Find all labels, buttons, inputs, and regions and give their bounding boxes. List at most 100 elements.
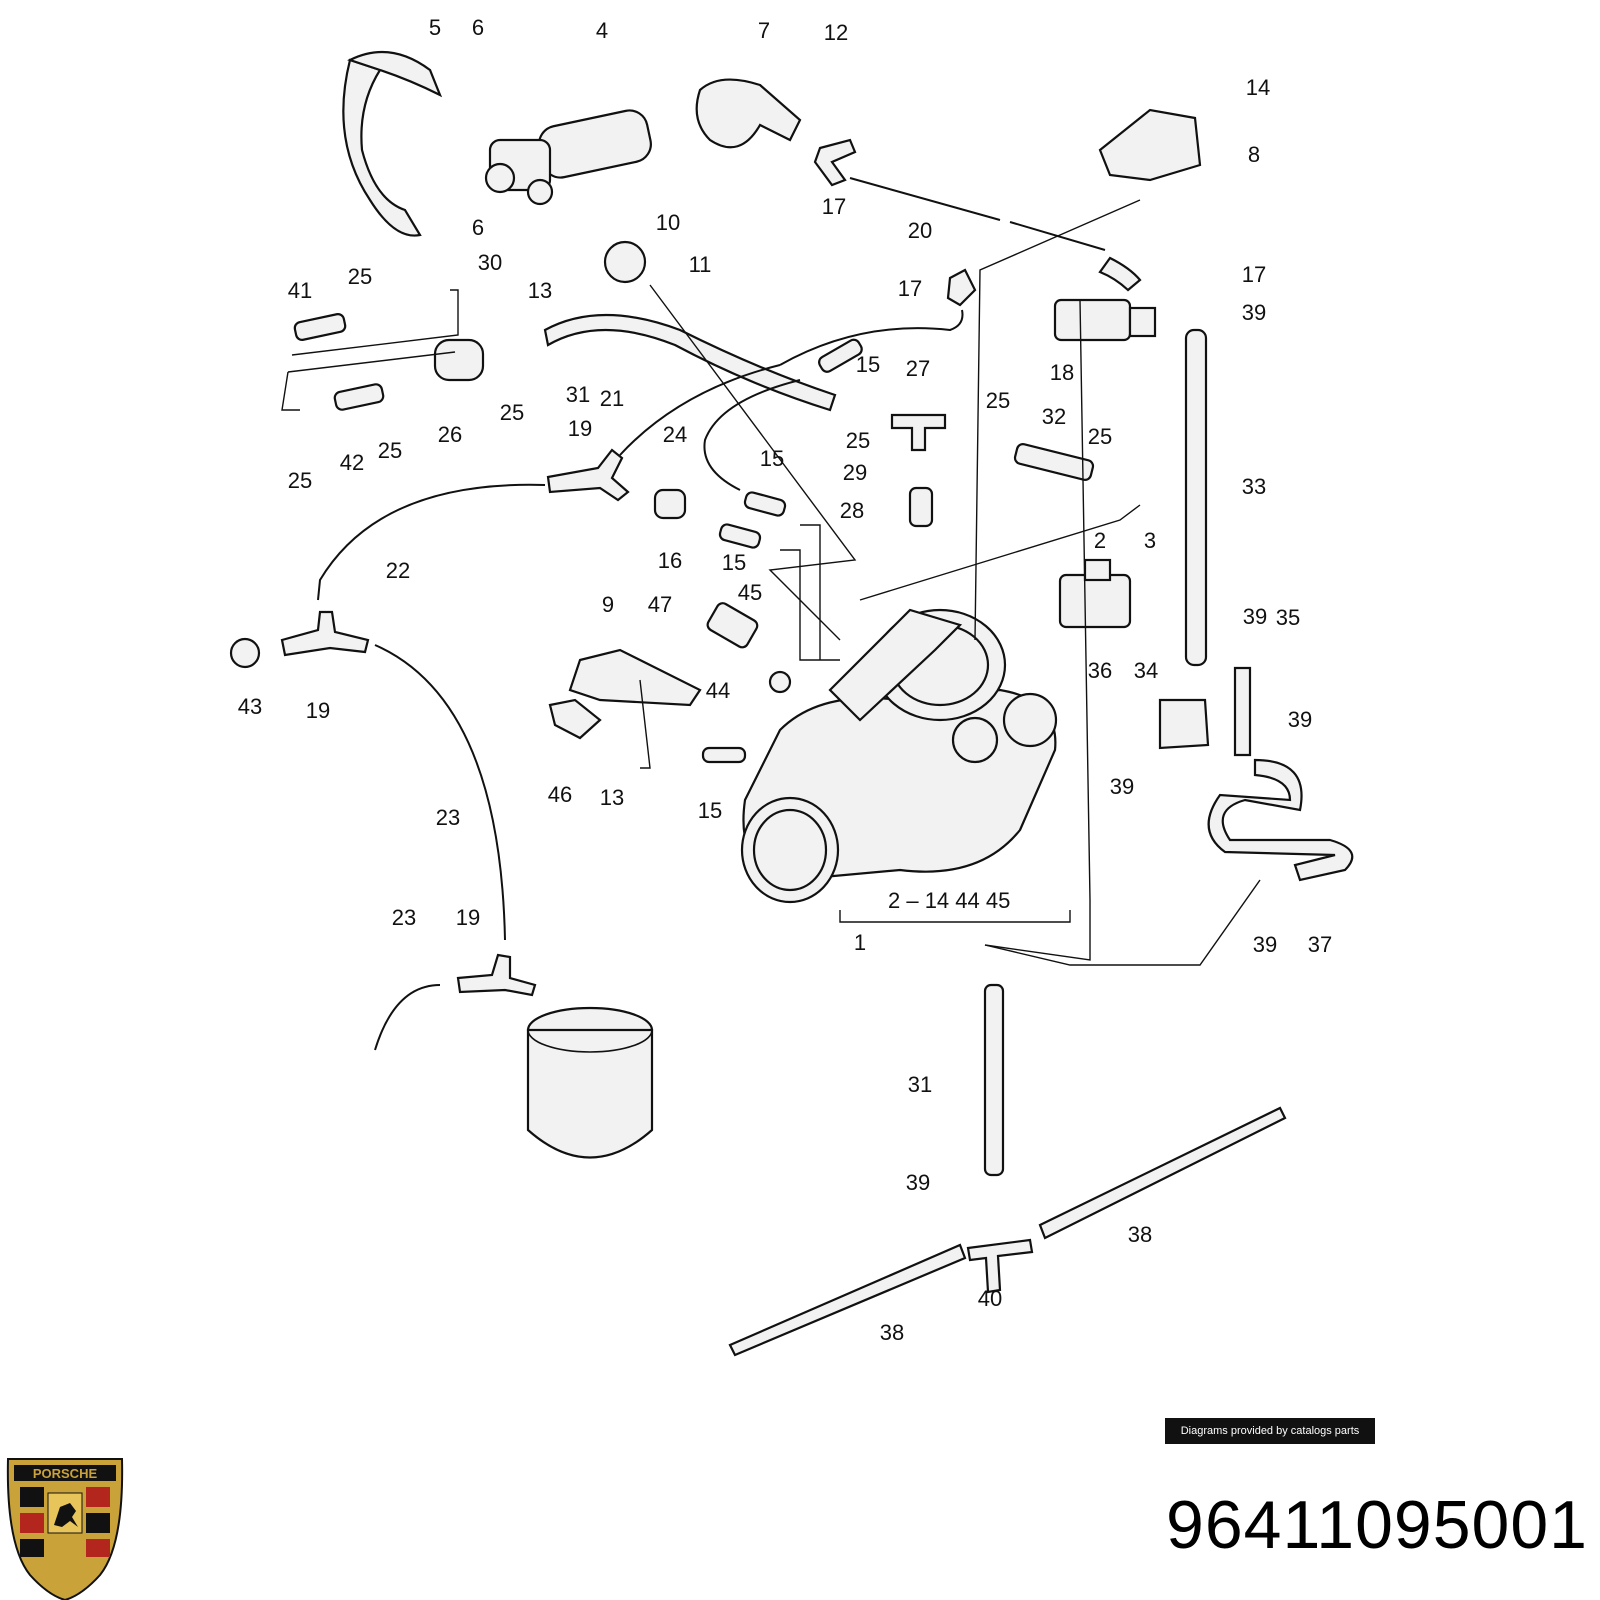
tee-19-upper <box>546 448 630 502</box>
callout-32: 32 <box>1042 404 1066 429</box>
callout-34: 34 <box>1134 658 1158 683</box>
tee-40 <box>966 1238 1034 1294</box>
line-20 <box>849 177 1001 221</box>
callout-33: 33 <box>1242 474 1266 499</box>
callout-31-2: 31 <box>908 1072 932 1097</box>
callout-45: 45 <box>738 580 762 605</box>
callout-39-5: 39 <box>1253 932 1277 957</box>
hose-31-lower <box>983 983 1005 1177</box>
line-upper-arc <box>779 309 964 366</box>
line-21 <box>619 364 781 456</box>
sleeve-28 <box>908 486 934 528</box>
callout-27: 27 <box>906 356 930 381</box>
callout-1: 1 <box>854 930 866 955</box>
callout-18: 18 <box>1050 360 1074 385</box>
callout-39-3: 39 <box>1288 707 1312 732</box>
callout-19: 19 <box>568 416 592 441</box>
callout-13: 13 <box>528 278 552 303</box>
callout-17-2: 17 <box>898 276 922 301</box>
hose-38-right <box>1038 1106 1287 1240</box>
hose-5 <box>342 58 422 237</box>
callout-39-6: 39 <box>906 1170 930 1195</box>
bracket-35 <box>1233 666 1252 757</box>
callout-41: 41 <box>288 278 312 303</box>
callout-6: 6 <box>472 15 484 40</box>
callout-15: 15 <box>856 352 880 377</box>
callout-30: 30 <box>478 250 502 275</box>
callout-4: 4 <box>596 18 608 43</box>
callout-10: 10 <box>656 210 680 235</box>
valve-18 <box>1053 298 1132 342</box>
callout-7: 7 <box>758 18 770 43</box>
cap-43 <box>229 637 261 669</box>
callout-16: 16 <box>658 548 682 573</box>
callout-26: 26 <box>438 422 462 447</box>
callout-42: 42 <box>340 450 364 475</box>
callout-3: 3 <box>1144 528 1156 553</box>
callout-5: 5 <box>429 15 441 40</box>
callout-39-2: 39 <box>1243 604 1267 629</box>
callout-14: 14 <box>1246 75 1270 100</box>
callout-24: 24 <box>663 422 687 447</box>
svg-text:PORSCHE: PORSCHE <box>33 1466 98 1481</box>
tee-19-mid <box>280 610 370 657</box>
line-23 <box>374 644 506 941</box>
callout-25-6: 25 <box>986 388 1010 413</box>
callout-17: 17 <box>822 194 846 219</box>
callout-37: 37 <box>1308 932 1332 957</box>
subassembly-label: 2 – 14 44 45 <box>888 888 1010 913</box>
callout-47: 47 <box>648 592 672 617</box>
callout-25-3: 25 <box>378 438 402 463</box>
hoses <box>280 50 1354 1357</box>
callout-21: 21 <box>600 386 624 411</box>
callout-25-7: 25 <box>1088 424 1112 449</box>
valve-34 <box>1158 698 1210 750</box>
tee-27 <box>890 413 947 452</box>
hose-15b <box>743 491 787 517</box>
callout-43: 43 <box>238 694 262 719</box>
callout-31: 31 <box>566 382 590 407</box>
callout-39: 39 <box>1242 300 1266 325</box>
callout-19-3: 19 <box>456 905 480 930</box>
hose-15d <box>701 746 747 764</box>
callout-35: 35 <box>1276 605 1300 630</box>
elbow-17b <box>1098 256 1142 292</box>
bracket-46 <box>548 698 602 740</box>
hose-31-upper <box>543 313 837 412</box>
hose-32 <box>1013 443 1095 481</box>
callout-15-4: 15 <box>698 798 722 823</box>
hose-37 <box>1207 758 1354 882</box>
washer-44 <box>768 670 792 694</box>
small-parts <box>229 240 1252 764</box>
callout-9: 9 <box>602 592 614 617</box>
credit-badge: Diagrams provided by catalogs parts <box>1165 1418 1375 1444</box>
callout-36: 36 <box>1088 658 1112 683</box>
callout-39-4: 39 <box>1110 774 1134 799</box>
callout-44: 44 <box>706 678 730 703</box>
callout-23-2: 23 <box>392 905 416 930</box>
callout-12: 12 <box>824 20 848 45</box>
callout-15-2: 15 <box>760 446 784 471</box>
callout-25-5: 25 <box>846 428 870 453</box>
grommet-11 <box>603 240 647 284</box>
callout-8: 8 <box>1248 142 1260 167</box>
callout-28: 28 <box>840 498 864 523</box>
callout-46: 46 <box>548 782 572 807</box>
valve-26 <box>433 338 485 382</box>
callout-29: 29 <box>843 460 867 485</box>
callout-25-4: 25 <box>500 400 524 425</box>
callout-22: 22 <box>386 558 410 583</box>
elbow-17a <box>813 138 857 187</box>
line-24 <box>703 379 801 491</box>
bracket-9 <box>568 648 702 707</box>
hose-15a <box>818 338 863 373</box>
hose-41 <box>293 313 347 341</box>
throttle-body-1 <box>740 608 1058 904</box>
filter-canister <box>526 1006 654 1159</box>
callout-23: 23 <box>436 805 460 830</box>
callout-15-3: 15 <box>722 550 746 575</box>
hose-5-upper <box>347 50 443 98</box>
callout-38: 38 <box>1128 1222 1152 1247</box>
